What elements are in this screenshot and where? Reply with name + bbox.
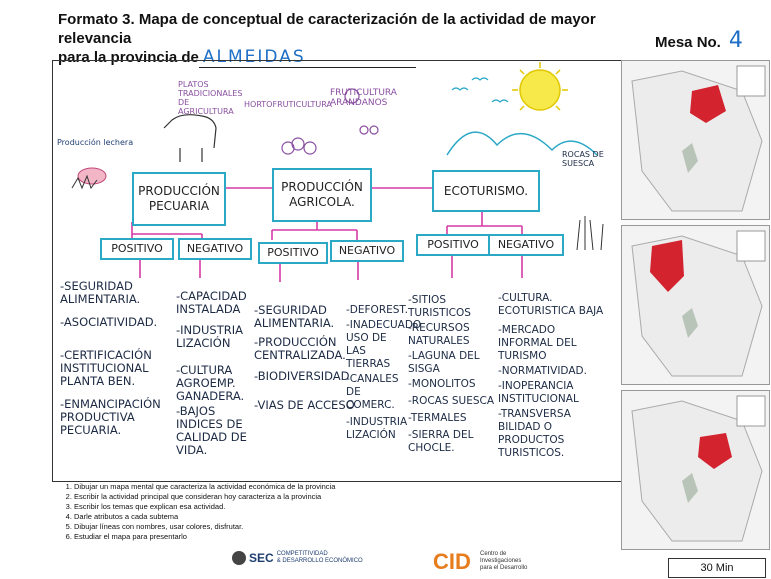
- subnode-pecuaria-negativo: NEGATIVO: [178, 238, 252, 260]
- instruction-item: Dibujar líneas con nombres, usar colores…: [74, 522, 335, 532]
- horticulture-label: HORTOFRUTICULTURA: [244, 100, 332, 109]
- province-map-1: [631, 65, 766, 212]
- instruction-item: Estudiar el mapa para presentarlo: [74, 532, 335, 542]
- subnode-agricola-negativo: NEGATIVO: [330, 240, 404, 262]
- list-item: -INOPERANCIA INSTITUCIONAL: [498, 380, 579, 405]
- list-item: -INDUSTRIA LIZACIÓN: [176, 323, 243, 350]
- title-line-2: para la provincia de: [58, 49, 199, 66]
- list-item: -SITIOS TURISTICOS: [408, 294, 471, 319]
- list-item: -CULTURA. ECOTURISTICA BAJA: [498, 292, 604, 317]
- map-panel-1: [621, 60, 770, 220]
- list-item: -MERCADO INFORMAL DEL TURISMO: [498, 324, 577, 362]
- title-line-1: Formato 3. Mapa de conceptual de caracte…: [58, 11, 596, 47]
- fruit-drawing: [281, 88, 379, 155]
- list-item: -TRANSVERSA BILIDAD O PRODUCTOS TURISTIC…: [498, 408, 571, 459]
- instruction-item: Escribir la actividad principal que cons…: [74, 492, 335, 502]
- sec-emblem-icon: [232, 551, 246, 565]
- list-item: -LAGUNA DEL SISGA: [408, 350, 480, 375]
- list-item: -VIAS DE ACCESO: [254, 398, 355, 412]
- page-title: Formato 3. Mapa de conceptual de caracte…: [58, 10, 618, 68]
- instruction-item: Darle atributos a cada subtema: [74, 512, 335, 522]
- column-pecuaria-negativo: -CAPACIDAD INSTALADA -INDUSTRIA LIZACIÓN…: [176, 290, 258, 457]
- cow-drawing: [163, 114, 217, 162]
- highlight-region: [698, 433, 732, 469]
- node-produccion-agricola: PRODUCCIÓN AGRICOLA.: [272, 168, 372, 222]
- instruction-item: Dibujar un mapa mental que caracteriza l…: [74, 482, 335, 492]
- pig-drawing: [77, 167, 107, 185]
- list-item: -ENMANCIPACIÓN PRODUCTIVA PECUARIA.: [60, 397, 161, 437]
- column-ecoturismo-negativo: -CULTURA. ECOTURISTICA BAJA -MERCADO INF…: [498, 292, 618, 460]
- subnode-ecoturismo-negativo: NEGATIVO: [488, 234, 564, 256]
- subnode-agricola-positivo: POSITIVO: [258, 242, 328, 264]
- highlight-region: [650, 240, 684, 292]
- list-item: -NORMATIVIDAD.: [498, 365, 587, 377]
- rocas-label: ROCAS DE SUESCA: [562, 150, 604, 168]
- mesa-field: Mesa No. 4: [655, 28, 743, 53]
- concept-map-drawing: [71, 62, 604, 282]
- fruticultura-label: FRUTICULTURA ARANDANOS: [330, 88, 397, 108]
- list-item: -CERTIFICACIÓN INSTITUCIONAL PLANTA BEN.: [60, 348, 152, 388]
- mesa-label: Mesa No.: [655, 34, 721, 51]
- sun-icon: [512, 62, 568, 111]
- node-produccion-pecuaria: PRODUCCIÓN PECUARIA: [132, 172, 226, 226]
- birds-drawing: [451, 77, 509, 103]
- reeds-drawing: [576, 216, 604, 251]
- instruction-item: Escribir los temas que explican esa acti…: [74, 502, 335, 512]
- instructions-list: Dibujar un mapa mental que caracteriza l…: [60, 482, 335, 542]
- list-item: -INDUSTRIA LIZACIÓN: [346, 416, 408, 441]
- list-item: -CANALES DE COMERC.: [346, 373, 399, 411]
- list-item: -ROCAS SUESCA: [408, 395, 495, 407]
- mountains-drawing: [446, 131, 598, 156]
- column-agricola-negativo: -DEFOREST. -INADECUADO USO DE LAS TIERRA…: [346, 304, 422, 442]
- list-item: -TERMALES: [408, 412, 467, 424]
- grass-drawing: [71, 174, 98, 190]
- map-panel-2: [621, 225, 770, 385]
- connector-lines: [131, 187, 523, 282]
- list-item: -ASOCIATIVIDAD.: [60, 315, 158, 329]
- province-field: ALMEIDAS: [198, 48, 416, 68]
- sec-logo: SEC COMPETITIVIDAD & DESARROLLO ECONÓMIC…: [232, 551, 363, 565]
- list-item: -DEFOREST.: [346, 304, 408, 316]
- cid-logo-subtitle: Centro de Investigaciones para el Desarr…: [480, 551, 528, 571]
- list-item: -PRODUCCIÓN CENTRALIZADA.: [254, 335, 346, 362]
- list-item: -MONOLITOS: [408, 378, 476, 390]
- list-item: -BIODIVERSIDAD: [254, 369, 350, 383]
- subnode-pecuaria-positivo: POSITIVO: [100, 238, 174, 260]
- sec-logo-subtitle: COMPETITIVIDAD & DESARROLLO ECONÓMICO: [276, 551, 363, 564]
- list-item: -SEGURIDAD ALIMENTARIA.: [254, 303, 335, 330]
- map-panel-3: [621, 390, 770, 550]
- list-item: -CAPACIDAD INSTALADA: [176, 289, 247, 316]
- province-map-2: [631, 230, 766, 377]
- subnode-ecoturismo-positivo: POSITIVO: [416, 234, 490, 256]
- province-maps: [621, 60, 770, 550]
- sec-logo-text: SEC: [249, 551, 274, 565]
- platos-label: PLATOS TRADICIONALES DE AGRICULTURA: [178, 80, 243, 116]
- column-pecuaria-positivo: -SEGURIDAD ALIMENTARIA. -ASOCIATIVIDAD. …: [60, 280, 174, 437]
- dairy-label: Producción lechera: [57, 138, 134, 147]
- highlight-region: [690, 85, 726, 123]
- list-item: -INADECUADO USO DE LAS TIERRAS: [346, 319, 422, 370]
- time-box: 30 Min: [668, 558, 766, 578]
- list-item: -SEGURIDAD ALIMENTARIA.: [60, 279, 141, 306]
- list-item: -CULTURA AGROEMP. GANADERA.: [176, 363, 245, 403]
- mesa-number: 4: [728, 28, 743, 53]
- node-ecoturismo: ECOTURISMO.: [432, 170, 540, 212]
- cid-logo: CID: [433, 549, 471, 574]
- column-agricola-positivo: -SEGURIDAD ALIMENTARIA. -PRODUCCIÓN CENT…: [254, 303, 355, 412]
- list-item: -BAJOS INDICES DE CALIDAD DE VIDA.: [176, 404, 247, 457]
- list-item: -SIERRA DEL CHOCLE.: [408, 429, 474, 454]
- column-ecoturismo-positivo: -SITIOS TURISTICOS -RECURSOS NATURALES -…: [408, 294, 514, 455]
- list-item: -RECURSOS NATURALES: [408, 322, 470, 347]
- province-map-3: [631, 395, 766, 542]
